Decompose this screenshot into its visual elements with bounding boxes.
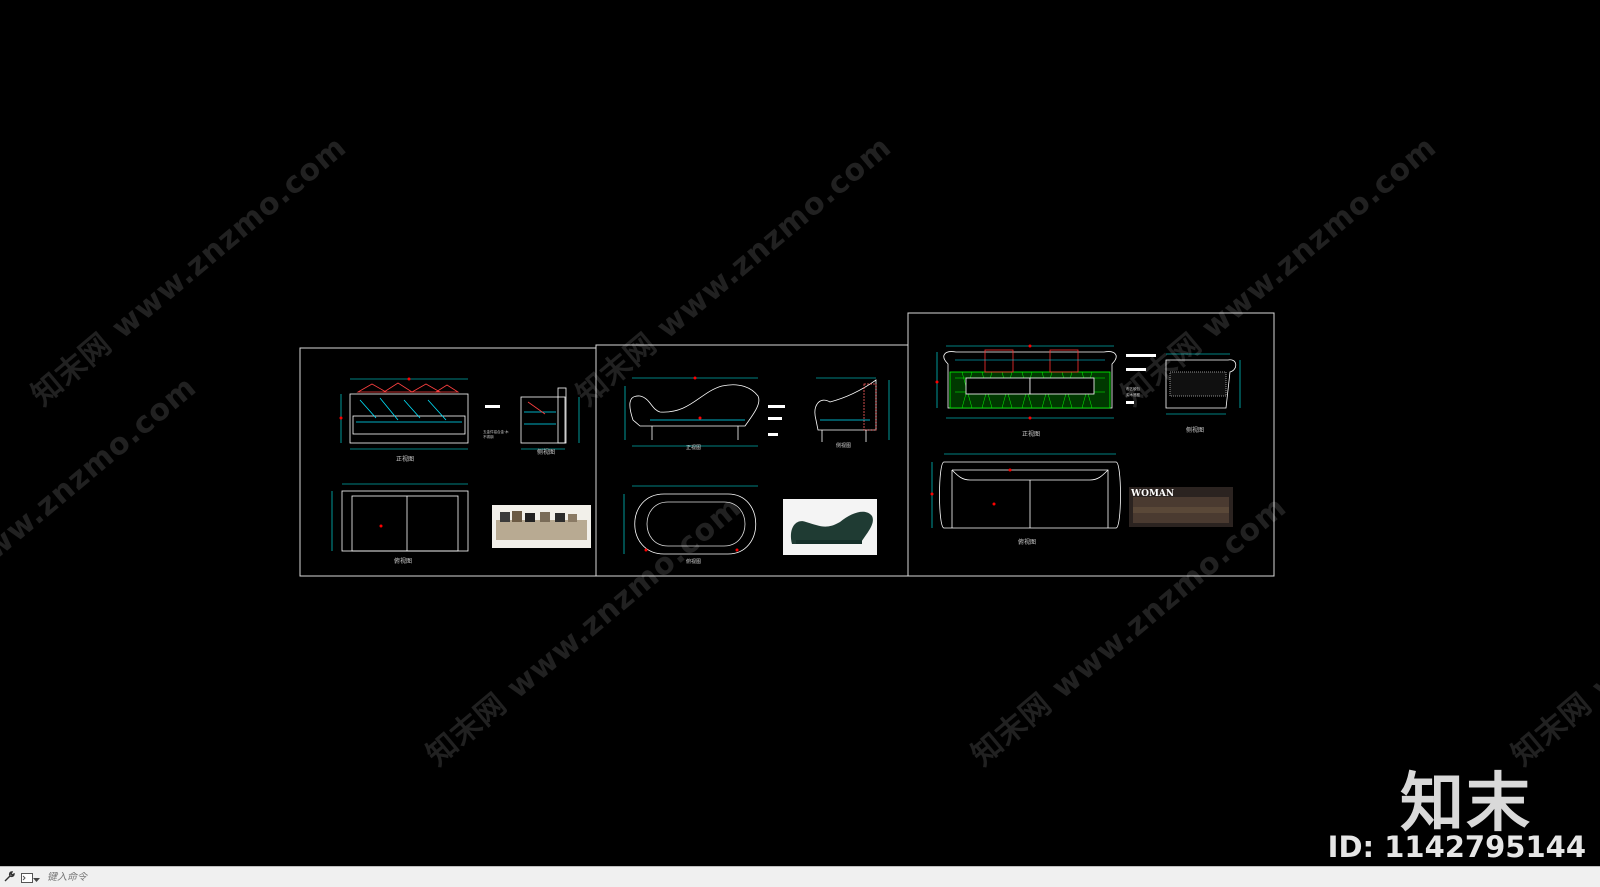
sheet-2-front-label: 正视图 [686,444,701,451]
brand-logo-text: 知末 [1400,767,1532,841]
sheet-3-photo-caption: WOMAN [1130,489,1174,499]
sheet-3-annotation-tags: 布艺软包 实木底框 [1126,354,1156,404]
sheet-3-front-view [935,344,1117,420]
sheet-1-note-2: 不锈钢 [483,434,494,439]
sheet-3-top-label: 俯视图 [1018,538,1036,546]
sheet-1-side-view [520,387,580,450]
command-prompt-icon [21,868,33,887]
sheet-3-front-label: 正视图 [1022,430,1040,438]
sheet-2-top-view [623,485,758,555]
sheet-1-top-view [331,483,469,552]
sheet-3-side-label: 侧视图 [1186,426,1204,434]
sheet-1-front-view [339,377,469,450]
command-line-bar [0,866,1600,887]
sheet-3-reference-photo: WOMAN [1129,487,1233,527]
sheet-1-front-label: 正视图 [396,455,414,463]
sheet-2-reference-photo [783,499,877,555]
sheet-1-top-label: 俯视图 [394,557,412,565]
sheet-3-side-view [1165,353,1241,415]
sheet-3-note-1: 布艺软包 [1126,386,1141,391]
cad-drawing-canvas[interactable]: 正视图 五金件铝合金·木 不锈钢 侧视图 俯视图 [0,0,1600,866]
sheet-2-side-view [814,377,890,442]
sheet-2-front-view [624,376,760,447]
sheet-2: 正视图 侧视图 俯视图 [595,344,909,577]
command-history-dropdown[interactable] [18,868,43,886]
sheet-1-annotation-tags: 五金件铝合金·木 不锈钢 [483,405,509,439]
sheet-3-frame [907,312,1275,577]
sheet-2-side-label: 侧视图 [836,442,851,449]
sheet-2-annotation-tags [768,405,785,436]
sheet-1-reference-photo [492,505,591,548]
brand-id-text: ID: 1142795144 [1327,830,1586,864]
sheet-3-top-view [930,453,1121,529]
chevron-down-icon [33,868,40,887]
sheet-1: 正视图 五金件铝合金·木 不锈钢 侧视图 俯视图 [299,347,597,577]
sheet-3: 正视图 布艺软包 实木底框 侧视图 俯视图 [907,312,1275,577]
sheet-1-side-label: 侧视图 [537,448,555,456]
sheet-2-top-label: 俯视图 [686,558,701,565]
sheet-1-note-1: 五金件铝合金·木 [483,429,509,434]
command-input[interactable] [43,871,351,883]
sheet-3-note-2: 实木底框 [1126,392,1141,397]
wrench-icon[interactable] [0,868,18,886]
